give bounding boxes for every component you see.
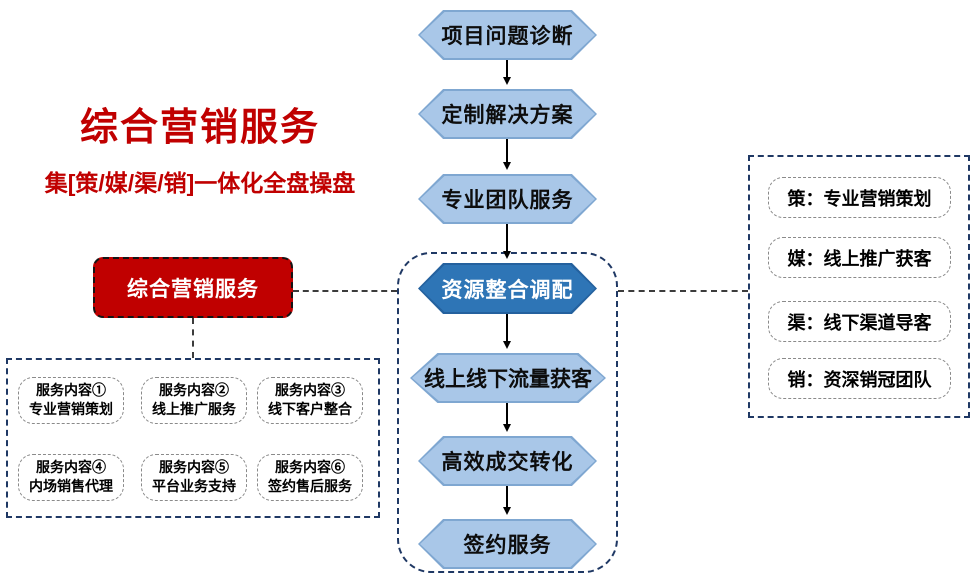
service-item-3: 服务内容③ 线下客户整合 — [257, 377, 363, 424]
hexagon-fill — [420, 438, 595, 484]
flow-arrow-5 — [502, 403, 511, 432]
flow-step-1: 项目问题诊断 — [418, 10, 597, 60]
legend-panel — [748, 155, 970, 418]
service-item-title: 服务内容④ — [36, 459, 106, 476]
hexagon-fill — [420, 265, 595, 312]
service-item-5: 服务内容⑤ 平台业务支持 — [141, 454, 247, 501]
legend-item-3: 渠：线下渠道导客 — [768, 301, 951, 342]
service-item-2: 服务内容② 线上推广服务 — [141, 377, 247, 424]
flow-step-2: 定制解决方案 — [418, 89, 597, 139]
flow-step-label: 线上线下流量获客 — [424, 368, 592, 391]
legend-item-label: 策：专业营销策划 — [787, 188, 932, 209]
service-item-desc: 专业营销策划 — [29, 401, 113, 418]
flow-arrow-6 — [502, 486, 511, 515]
flow-step-label: 高效成交转化 — [441, 451, 574, 474]
service-item-4: 服务内容④ 内场销售代理 — [18, 454, 124, 501]
legend-item-label: 媒：线上推广获客 — [787, 248, 932, 269]
highlight-box-label: 综合营销服务 — [127, 277, 259, 301]
legend-item-4: 销：资深销冠团队 — [768, 358, 951, 399]
flow-step-3: 专业团队服务 — [418, 174, 597, 224]
connector-highlight-to-services — [192, 318, 194, 358]
legend-item-1: 策：专业营销策划 — [768, 177, 951, 218]
service-item-desc: 平台业务支持 — [152, 478, 236, 495]
flow-step-7: 签约服务 — [418, 519, 597, 569]
hexagon-fill — [420, 521, 595, 567]
flow-arrow-2 — [502, 139, 511, 170]
hexagon-fill — [420, 176, 595, 222]
flow-step-6: 高效成交转化 — [418, 436, 597, 486]
service-item-1: 服务内容① 专业营销策划 — [18, 377, 124, 424]
flow-arrow-4 — [502, 314, 511, 349]
flow-step-label: 签约服务 — [463, 534, 552, 557]
highlight-box: 综合营销服务 — [93, 257, 293, 318]
service-item-title: 服务内容① — [36, 382, 106, 399]
page-title: 综合营销服务 — [79, 107, 320, 149]
flow-step-label: 项目问题诊断 — [441, 25, 574, 48]
service-panel — [6, 358, 380, 518]
flow-step-label: 资源整合调配 — [441, 278, 574, 302]
service-item-6: 服务内容⑥ 签约售后服务 — [257, 454, 363, 501]
service-item-title: 服务内容⑤ — [159, 459, 229, 476]
connector-highlight-to-flow — [293, 290, 397, 292]
service-item-desc: 签约售后服务 — [268, 478, 352, 495]
hexagon-fill — [420, 91, 595, 137]
service-item-desc: 线下客户整合 — [268, 401, 352, 418]
legend-item-2: 媒：线上推广获客 — [768, 237, 951, 278]
legend-item-label: 销：资深销冠团队 — [787, 369, 932, 390]
service-item-desc: 线上推广服务 — [152, 401, 236, 418]
flow-step-5: 线上线下流量获客 — [410, 353, 606, 403]
flow-step-4: 资源整合调配 — [418, 263, 597, 314]
hexagon-fill — [420, 12, 595, 58]
flow-arrow-1 — [502, 60, 511, 85]
flow-arrow-3 — [502, 224, 511, 259]
legend-item-label: 渠：线下渠道导客 — [787, 312, 932, 333]
service-item-title: 服务内容② — [159, 382, 229, 399]
flow-step-label: 专业团队服务 — [441, 189, 574, 212]
service-item-desc: 内场销售代理 — [29, 478, 113, 495]
service-item-title: 服务内容⑥ — [275, 459, 345, 476]
flow-step-label: 定制解决方案 — [441, 104, 574, 127]
hexagon-fill — [412, 355, 604, 401]
brand-header: 综合营销服务 集[策/媒/渠/销]一体化全盘操盘 — [22, 96, 378, 198]
page-subtitle: 集[策/媒/渠/销]一体化全盘操盘 — [44, 170, 356, 196]
service-item-title: 服务内容③ — [275, 382, 345, 399]
connector-flow-to-legend — [618, 290, 748, 292]
